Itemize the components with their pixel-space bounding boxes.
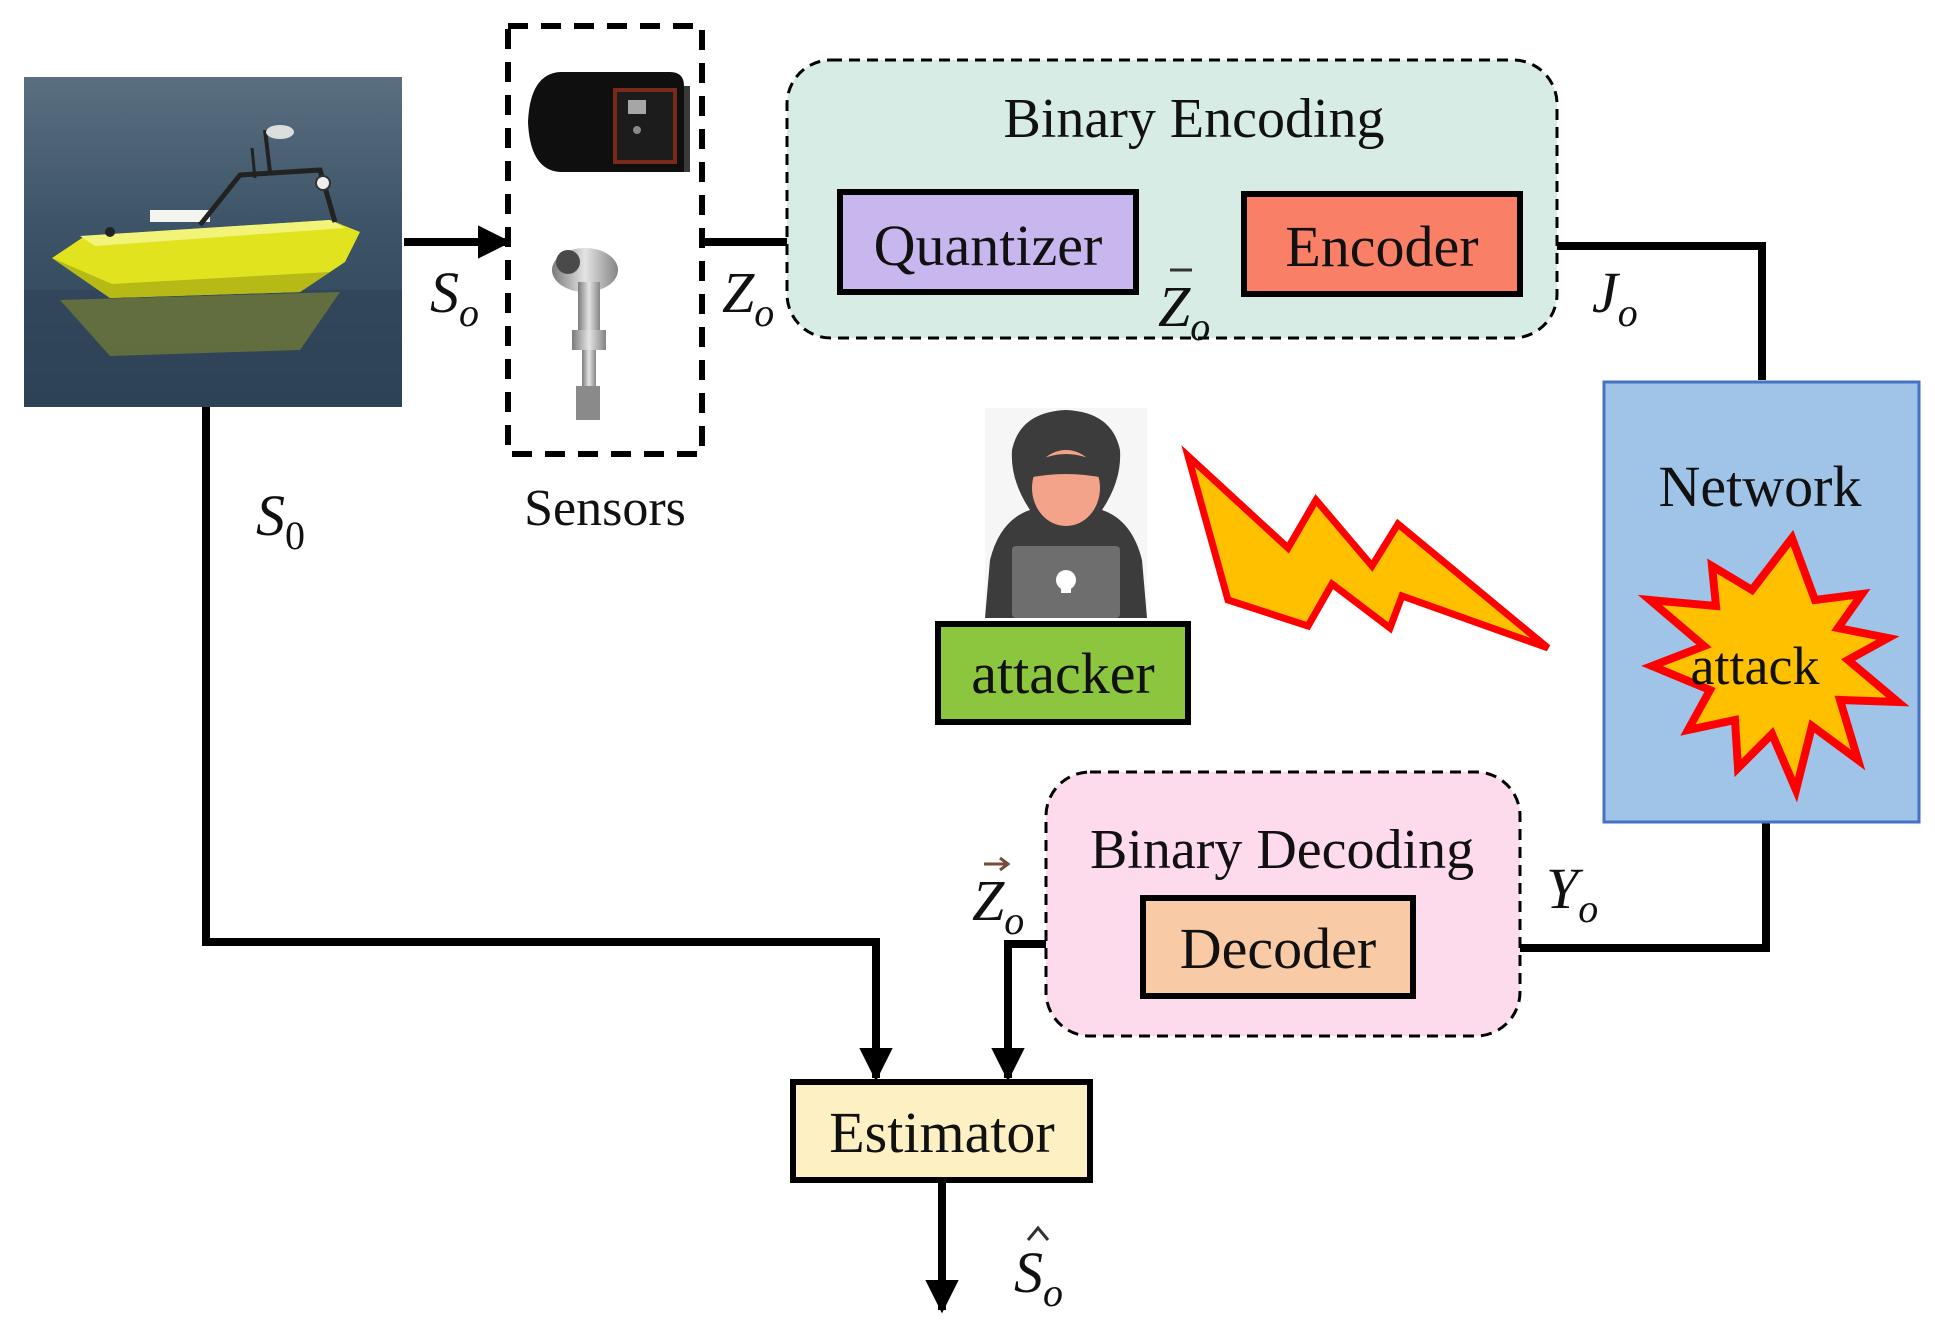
- signal-s-hat-o-base: S: [1014, 1240, 1043, 1305]
- encoder-block: Encoder: [1241, 191, 1523, 297]
- svg-text:So: So: [430, 260, 479, 335]
- signal-y-o-sub: o: [1578, 886, 1598, 931]
- signal-z-vec-o-sub: o: [1004, 898, 1024, 943]
- decoder-block: Decoder: [1140, 895, 1416, 999]
- line-encoder-to-network: [1520, 242, 1766, 380]
- signal-s-hat-o-sub: o: [1043, 1270, 1063, 1315]
- signal-j-o: Jo: [1592, 260, 1638, 335]
- network-label: Network: [1659, 454, 1862, 519]
- svg-text:Zo: Zo: [1158, 274, 1210, 349]
- estimator-block: Estimator: [790, 1079, 1093, 1183]
- signal-y-o: Yo: [1546, 856, 1598, 931]
- signal-z-vec-o: Zo: [972, 856, 1024, 943]
- arrow-network-to-decoder: [1416, 823, 1770, 965]
- network-block: Network attack: [1602, 380, 1921, 824]
- encoder-label: Encoder: [1285, 214, 1478, 279]
- attacker-label: attacker: [971, 641, 1155, 706]
- svg-text:Jo: Jo: [1592, 260, 1638, 335]
- quantizer-label: Quantizer: [874, 213, 1103, 278]
- attacker-block: attacker: [935, 621, 1191, 725]
- signal-z-bar-o: Zo: [1158, 268, 1210, 349]
- hacker-icon: [985, 408, 1147, 618]
- signal-s-o-sub: o: [459, 290, 479, 335]
- attack-label: attack: [1691, 636, 1820, 696]
- arrow-boat-to-estimator: [202, 407, 893, 1082]
- svg-text:S0: S0: [256, 483, 305, 558]
- lightning-bolt-icon: [1181, 445, 1551, 652]
- signal-s-o: So: [430, 260, 479, 335]
- signal-z-vec-o-base: Z: [972, 868, 1005, 933]
- sensors-label: Sensors: [524, 480, 686, 537]
- temperature-probe-icon: [552, 248, 618, 420]
- svg-text:Zo: Zo: [722, 260, 774, 335]
- signal-y-o-base: Y: [1546, 856, 1584, 921]
- sensor-box-icon: [528, 72, 690, 172]
- signal-z-o: Zo: [722, 260, 774, 335]
- signal-s-o-base: S: [430, 260, 459, 325]
- signal-s-0-sub: 0: [285, 513, 305, 558]
- binary-encoding-label: Binary Encoding: [1003, 88, 1384, 150]
- estimator-label: Estimator: [829, 1100, 1055, 1165]
- signal-s-hat-o: So: [1014, 1225, 1063, 1315]
- svg-text:So: So: [1014, 1240, 1063, 1315]
- signal-j-o-sub: o: [1618, 290, 1638, 335]
- signal-z-o-sub: o: [754, 290, 774, 335]
- signal-s-0: S0: [256, 483, 305, 558]
- explosion-icon: attack: [1637, 529, 1910, 803]
- signal-z-bar-o-base: Z: [1158, 274, 1191, 339]
- signal-z-bar-o-sub: o: [1190, 304, 1210, 349]
- svg-text:Yo: Yo: [1546, 856, 1598, 931]
- signal-s-0-base: S: [256, 483, 285, 548]
- signal-z-o-base: Z: [722, 260, 755, 325]
- decoder-label: Decoder: [1180, 916, 1376, 981]
- binary-encoding-group: Binary Encoding Quantizer Encoder: [785, 58, 1559, 340]
- boat-image: [24, 77, 402, 407]
- signal-j-o-base: J: [1592, 260, 1621, 325]
- svg-text:Zo: Zo: [972, 868, 1024, 943]
- binary-decoding-label: Binary Decoding: [1090, 819, 1474, 881]
- quantizer-block: Quantizer: [837, 189, 1139, 295]
- sensors-group: Sensors: [505, 23, 705, 537]
- hat-accent: [1026, 1225, 1050, 1241]
- binary-decoding-group: Binary Decoding Decoder: [1044, 770, 1522, 1038]
